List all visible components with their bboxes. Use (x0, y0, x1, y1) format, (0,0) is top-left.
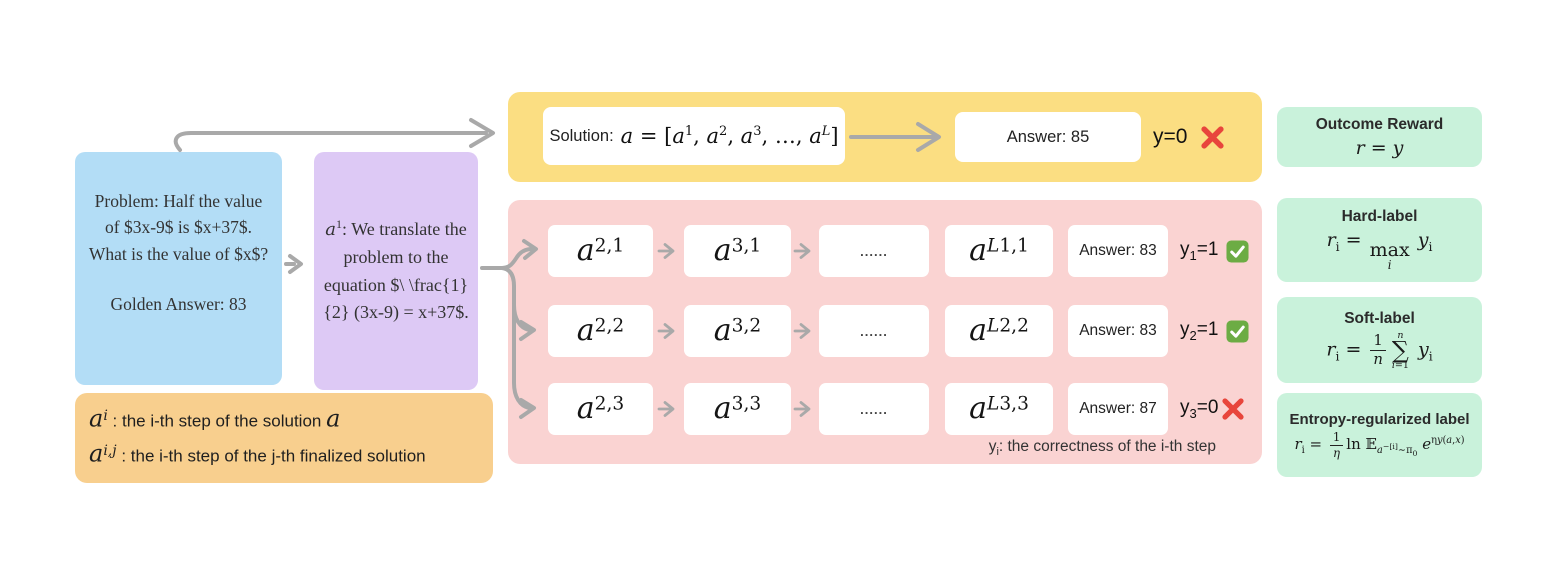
ellipsis-dots: ...... (860, 401, 888, 417)
problem-box: Problem: Half the value of $3x-9$ is $x+… (75, 152, 282, 385)
outcome-result: y=0 (1153, 92, 1226, 182)
problem-text: Problem: Half the value of $3x-9$ is $x+… (88, 191, 269, 264)
step-math: aL1,1 (969, 233, 1029, 268)
step-cell: a3,3 (684, 383, 791, 435)
answer-cell: Answer: 83 (1068, 225, 1168, 277)
reward-title: Hard-label (1341, 208, 1418, 226)
right-arrow-icon (653, 399, 684, 419)
rollout-row-2: a2,2 a3,2 ...... aL2,2 Answer: 83 y2=1 (548, 305, 1249, 357)
cross-icon (1220, 396, 1246, 422)
step-math: a2,3 (576, 391, 625, 426)
answer-text: Answer: 87 (1079, 400, 1157, 417)
right-arrow-icon (653, 241, 684, 261)
reward-title: Entropy-regularized label (1289, 411, 1470, 429)
legend-line-2: ai,j : the i-th step of the j-th finaliz… (89, 439, 426, 468)
final-answer-text: Answer: 85 (1006, 127, 1090, 146)
solution-box: Solution: a = [a1, a2, a3, …, aL] (543, 107, 845, 165)
problem-to-solution-arrow (173, 118, 495, 152)
dots-cell: ...... (819, 383, 929, 435)
notation-legend-box: ai : the i-th step of the solution a ai,… (75, 393, 493, 483)
full-solution-band: Solution: a = [a1, a2, a3, …, aL] Answer… (508, 92, 1262, 182)
ellipsis-dots: ...... (860, 323, 888, 339)
first-step-box: a1: We translate the problem to the equa… (314, 152, 478, 390)
step-cell: a2,3 (548, 383, 653, 435)
rollout-row-1: a2,1 a3,1 ...... aL1,1 Answer: 83 y1=1 (548, 225, 1249, 277)
right-arrow-icon (791, 399, 819, 419)
step-cell: a2,1 (548, 225, 653, 277)
check-icon (1226, 319, 1249, 343)
check-icon (1226, 239, 1249, 263)
dots-cell: ...... (819, 225, 929, 277)
step-cell: aL3,3 (945, 383, 1053, 435)
first-step-text: a1: We translate the problem to the equa… (323, 216, 469, 323)
outcome-label: y=0 (1153, 125, 1188, 148)
rollouts-band: a2,1 a3,1 ...... aL1,1 Answer: 83 y1=1 a… (508, 200, 1262, 464)
step-math: a3,3 (713, 391, 762, 426)
step-math: aL2,2 (969, 313, 1029, 348)
step-cell: aL1,1 (945, 225, 1053, 277)
step-cell: aL2,2 (945, 305, 1053, 357)
row-label: y1=1 (1180, 239, 1219, 263)
reward-title: Soft-label (1344, 309, 1415, 327)
answer-text: Answer: 83 (1079, 242, 1157, 259)
cross-icon (1199, 124, 1226, 151)
golden-answer-text: Golden Answer: 83 (110, 293, 247, 314)
final-answer-box: Answer: 85 (955, 112, 1141, 162)
answer-text: Answer: 83 (1079, 322, 1157, 339)
dots-cell: ...... (819, 305, 929, 357)
answer-cell: Answer: 87 (1068, 383, 1168, 435)
step-math: a2,1 (576, 233, 625, 268)
step-math: a3,1 (713, 233, 762, 268)
rollout-row-3: a2,3 a3,3 ...... aL3,3 Answer: 87 y3=0 (548, 383, 1246, 435)
answer-cell: Answer: 83 (1068, 305, 1168, 357)
solution-math: a = [a1, a2, a3, …, aL] (620, 124, 839, 148)
row-label: y2=1 (1180, 319, 1219, 343)
right-arrow-icon (791, 241, 819, 261)
row-label: y3=0 (1180, 397, 1219, 421)
step-cell: a2,2 (548, 305, 653, 357)
correctness-note: yi: the correctness of the i-th step (988, 437, 1216, 458)
step-math: aL3,3 (969, 391, 1029, 426)
reward-title: Outcome Reward (1315, 115, 1444, 133)
reward-box-outcome: Outcome Reward r = y (1277, 107, 1482, 167)
step-math: a2,2 (576, 313, 625, 348)
problem-to-step1-arrow (284, 254, 303, 274)
step-math: a3,2 (713, 313, 762, 348)
legend-line-1: ai : the i-th step of the solution a (89, 404, 341, 433)
reward-formula: r = y (1355, 136, 1404, 159)
ellipsis-dots: ...... (860, 243, 888, 259)
step-cell: a3,2 (684, 305, 791, 357)
right-arrow-icon (791, 321, 819, 341)
solution-label: Solution: (549, 126, 614, 145)
right-arrow-icon (653, 321, 684, 341)
step-cell: a3,1 (684, 225, 791, 277)
